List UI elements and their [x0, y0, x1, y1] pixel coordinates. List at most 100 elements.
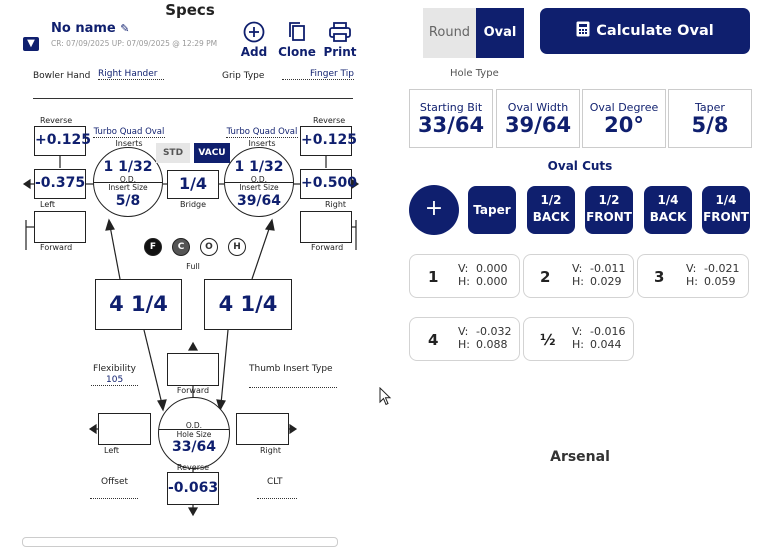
left-inserts-type[interactable]: Turbo Quad Oval	[93, 127, 165, 138]
bowler-hand-label: Bowler Hand	[33, 71, 91, 81]
left-forward-label: Forward	[40, 243, 73, 252]
add-label: Add	[240, 45, 268, 59]
cut-side: FRONT	[586, 210, 632, 224]
cut-result-h: 0.029	[590, 275, 622, 288]
oval-toggle[interactable]: Oval	[476, 8, 524, 58]
grip-option-h[interactable]: H	[228, 238, 246, 256]
calculate-oval-button[interactable]: Calculate Oval	[540, 8, 750, 54]
h-label: H:	[686, 275, 698, 288]
layout-name[interactable]: No name ✎	[51, 21, 130, 36]
v-label: V:	[458, 325, 469, 338]
h-label: H:	[458, 275, 470, 288]
grip-selected-label: Full	[186, 262, 200, 271]
thumb-hole[interactable]: O.D. Hole Size 33/64	[158, 397, 230, 469]
param-value: 5/8	[691, 113, 729, 137]
right-finger-hole[interactable]: 1 1/32 O.D. Insert Size 39/64	[224, 147, 294, 217]
v-label: V:	[572, 262, 583, 275]
printer-icon	[329, 22, 351, 42]
divider	[33, 98, 353, 99]
thumb-forward-input[interactable]	[167, 353, 219, 386]
left-span-input[interactable]: 4 1/4	[95, 279, 182, 330]
cut-side: BACK	[649, 210, 687, 224]
clone-button[interactable]: Clone	[275, 21, 319, 59]
specs-panel: Specs ▼ No name ✎ CR: 07/09/2025 UP: 07/…	[0, 0, 380, 547]
left-finger-od: 1 1/32	[103, 159, 153, 175]
flexibility-input[interactable]: 105	[91, 375, 138, 386]
hole-type-label: Hole Type	[450, 68, 499, 79]
right-forward-label: Forward	[311, 243, 344, 252]
right-reverse-input[interactable]: +0.125	[300, 126, 357, 156]
bridge-input[interactable]: 1/4	[167, 170, 219, 199]
cut-result-v: 0.000	[476, 262, 508, 275]
std-toggle[interactable]: STD	[156, 143, 190, 163]
left-inserts-label: Inserts	[115, 139, 143, 148]
cut-side: BACK	[532, 210, 570, 224]
pencil-icon[interactable]: ✎	[120, 22, 130, 35]
thumb-left-label: Left	[104, 446, 120, 455]
thumb-reverse-label: Reverse	[176, 463, 210, 472]
cut-result-number: 2	[540, 268, 551, 286]
cut-fraction: 1/2	[598, 193, 620, 207]
chevron-down-icon[interactable]: ▼	[23, 37, 39, 51]
cut-result-number: ½	[540, 331, 556, 349]
right-inserts-type[interactable]: Turbo Quad Oval	[226, 127, 298, 138]
right-lateral-input[interactable]: +0.500	[300, 169, 357, 199]
oval-panel: Round Oval Hole Type Calculate Oval Star…	[390, 0, 780, 541]
arsenal-heading: Arsenal	[550, 449, 610, 465]
taper-cut-button[interactable]: Taper	[468, 186, 516, 234]
bowler-hand-select[interactable]: Right Hander	[98, 69, 164, 80]
grip-option-f[interactable]: F	[144, 238, 162, 256]
left-reverse-input[interactable]: +0.125	[34, 126, 91, 156]
vacu-toggle[interactable]: VACU	[194, 143, 230, 163]
grip-option-c[interactable]: C	[172, 238, 190, 256]
thumb-left-input[interactable]	[98, 413, 151, 445]
cut-result-h: 0.088	[476, 338, 508, 351]
thumb-insert-type-select[interactable]	[249, 378, 337, 388]
h-label: H:	[572, 275, 584, 288]
thumb-right-input[interactable]	[236, 413, 289, 445]
right-finger-od: 1 1/32	[234, 159, 284, 175]
offset-label: Offset	[101, 477, 129, 487]
left-finger-hole[interactable]: 1 1/32 O.D. Insert Size 5/8	[93, 147, 163, 217]
cut-result-number: 1	[428, 268, 439, 286]
add-button[interactable]: Add	[232, 21, 276, 59]
clt-input[interactable]	[257, 491, 297, 499]
v-label: V:	[458, 262, 469, 275]
thumb-forward-label: Forward	[176, 386, 210, 395]
left-lateral-input[interactable]: -0.375	[34, 169, 86, 199]
param-label: Taper	[695, 101, 725, 114]
thumb-reverse-input[interactable]: -0.063	[167, 472, 219, 505]
add-cut-button[interactable]: +	[409, 185, 459, 235]
grip-option-o[interactable]: O	[200, 238, 218, 256]
left-reverse-label: Reverse	[40, 116, 73, 125]
left-forward-input[interactable]	[34, 211, 86, 243]
calculator-icon	[576, 21, 590, 37]
thumb-od-label: O.D.	[185, 421, 203, 430]
round-toggle[interactable]: Round	[423, 8, 476, 58]
left-od-label: O.D.	[119, 175, 137, 184]
mouse-cursor-icon	[379, 387, 392, 406]
cut-result-v: -0.021	[704, 262, 740, 275]
right-span-input[interactable]: 4 1/4	[204, 279, 292, 330]
right-forward-input[interactable]	[300, 211, 352, 243]
cut-result-v: -0.016	[590, 325, 626, 338]
specs-title: Specs	[165, 1, 215, 19]
oval-cuts-title: Oval Cuts	[547, 159, 613, 173]
grip-type-select[interactable]: Finger Tip	[282, 69, 354, 80]
print-button[interactable]: Print	[318, 21, 362, 59]
left-label: Left	[40, 200, 56, 209]
offset-input[interactable]	[90, 491, 138, 499]
